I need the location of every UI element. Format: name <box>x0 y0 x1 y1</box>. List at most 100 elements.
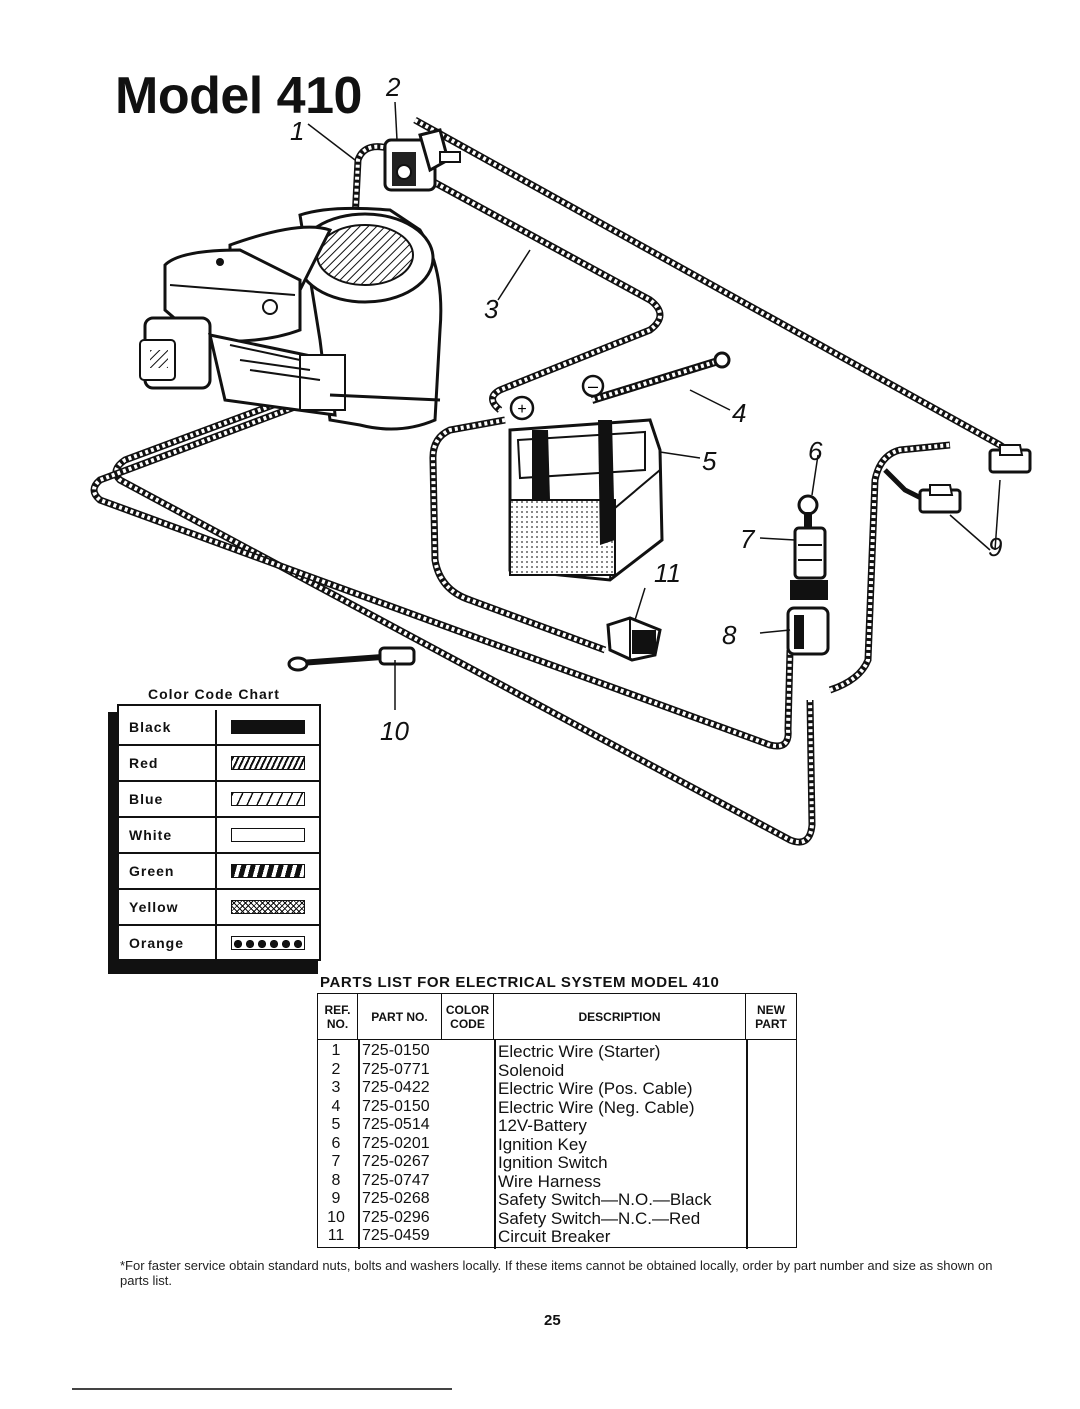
color-name: Green <box>119 854 217 888</box>
color-row-red: Red <box>119 746 319 782</box>
description-cell: 12V-Battery <box>498 1116 587 1135</box>
part-no-cell: 725-0422 <box>362 1079 430 1096</box>
parts-list-table: REF. NO. PART NO. COLOR CODE DESCRIPTION… <box>317 993 797 1249</box>
wire-positive-cable <box>428 176 664 413</box>
harness-connector <box>786 606 830 656</box>
table-row: 6 725-0201 Ignition Key <box>318 1134 796 1154</box>
column-divider <box>746 1039 748 1249</box>
part-no-cell: 725-0459 <box>362 1227 430 1244</box>
svg-text:+: + <box>517 401 526 418</box>
swatch-orange <box>231 936 305 950</box>
color-name: White <box>119 818 217 852</box>
page-title: Model 410 <box>115 67 362 125</box>
color-code-chart: Black Red Blue White Green Yellow Orange <box>117 704 321 961</box>
description-cell: Electric Wire (Starter) <box>498 1042 661 1061</box>
part-no-cell: 725-0201 <box>362 1134 430 1152</box>
bottom-rule <box>72 1388 452 1390</box>
table-row: 3 725-0422 Electric Wire (Pos. Cable) <box>318 1079 796 1098</box>
swatch-green <box>231 864 305 878</box>
swatch-black <box>231 720 305 734</box>
swatch-red <box>231 756 305 770</box>
callout-7: 7 <box>740 524 756 554</box>
chart-shadow <box>108 712 118 974</box>
description-cell: Safety Switch—N.O.—Black <box>498 1190 712 1209</box>
color-name: Yellow <box>119 890 217 924</box>
callout-4: 4 <box>732 398 746 428</box>
ref-no-cell: 11 <box>327 1227 345 1244</box>
parts-list-title: PARTS LIST FOR ELECTRICAL SYSTEM MODEL 4… <box>320 974 720 991</box>
svg-text:–: – <box>588 376 598 396</box>
column-divider <box>358 1039 360 1249</box>
color-name: Orange <box>119 926 217 960</box>
ref-no-cell: 5 <box>331 1116 341 1133</box>
callout-3: 3 <box>484 294 499 324</box>
safety-switch-lower <box>918 484 962 514</box>
callout-2: 2 <box>385 72 401 102</box>
callout-1: 1 <box>290 116 304 146</box>
header-color-code: COLOR CODE <box>442 994 494 1039</box>
callout-5: 5 <box>702 446 717 476</box>
circuit-breaker <box>606 616 662 662</box>
callout-10: 10 <box>380 716 409 746</box>
color-chart-title: Color Code Chart <box>148 686 280 702</box>
part-no-cell: 725-0296 <box>362 1208 430 1226</box>
header-description: DESCRIPTION <box>494 994 746 1039</box>
ref-no-cell: 6 <box>331 1134 341 1152</box>
ignition-switch <box>790 494 828 600</box>
header-part-no: PART NO. <box>358 994 442 1039</box>
ref-no-cell: 1 <box>331 1042 341 1059</box>
color-row-blue: Blue <box>119 782 319 818</box>
table-row: 5 725-0514 12V-Battery <box>318 1116 796 1135</box>
footnote: *For faster service obtain standard nuts… <box>120 1258 993 1288</box>
engine <box>139 206 443 431</box>
description-cell: Ignition Key <box>498 1134 587 1154</box>
ref-no-cell: 7 <box>331 1153 341 1170</box>
ref-no-cell: 10 <box>327 1208 345 1226</box>
callout-11: 11 <box>654 558 681 588</box>
battery: + – <box>508 374 664 582</box>
leader-lines <box>307 101 1001 710</box>
part-no-cell: 725-0771 <box>362 1060 430 1078</box>
table-header: REF. NO. PART NO. COLOR CODE DESCRIPTION… <box>318 994 796 1040</box>
color-row-black: Black <box>119 710 319 746</box>
ref-no-cell: 3 <box>331 1079 341 1096</box>
swatch-yellow <box>231 900 305 914</box>
part-no-cell: 725-0150 <box>362 1042 430 1059</box>
description-cell: Safety Switch—N.C.—Red <box>498 1208 701 1228</box>
ref-no-cell: 9 <box>331 1190 341 1207</box>
description-cell: Solenoid <box>498 1060 565 1080</box>
wiring-diagram: + – <box>90 72 1032 846</box>
swatch-blue <box>231 792 305 806</box>
header-ref-no: REF. NO. <box>318 994 358 1039</box>
safety-switch-upper <box>988 444 1032 474</box>
description-cell: Ignition Switch <box>498 1153 608 1172</box>
ref-no-cell: 8 <box>331 1171 341 1189</box>
color-row-orange: Orange <box>119 926 319 960</box>
ref-no-cell: 2 <box>331 1060 341 1078</box>
table-row: 1 725-0150 Electric Wire (Starter) <box>318 1042 796 1061</box>
description-cell: Electric Wire (Pos. Cable) <box>498 1079 693 1098</box>
table-row: 10 725-0296 Safety Switch—N.C.—Red <box>318 1208 796 1228</box>
header-new-part: NEW PART <box>755 1002 787 1031</box>
wire-safety-loop <box>828 441 951 694</box>
table-row: 2 725-0771 Solenoid <box>318 1060 796 1080</box>
chart-shadow-bottom <box>108 960 318 974</box>
description-cell: Electric Wire (Neg. Cable) <box>498 1097 695 1117</box>
description-cell: Wire Harness <box>498 1171 601 1191</box>
callout-9: 9 <box>988 532 1002 562</box>
callout-8: 8 <box>722 620 737 650</box>
color-name: Red <box>119 746 217 780</box>
part-no-cell: 725-0514 <box>362 1116 430 1133</box>
part-no-cell: 725-0150 <box>362 1097 430 1115</box>
color-row-yellow: Yellow <box>119 890 319 926</box>
description-cell: Circuit Breaker <box>498 1227 611 1246</box>
solenoid <box>383 128 461 192</box>
page-number: 25 <box>544 1312 561 1329</box>
swatch-white <box>231 828 305 842</box>
column-divider <box>494 1039 496 1249</box>
color-name: Black <box>119 710 217 744</box>
wire-negative-cable <box>590 358 717 404</box>
